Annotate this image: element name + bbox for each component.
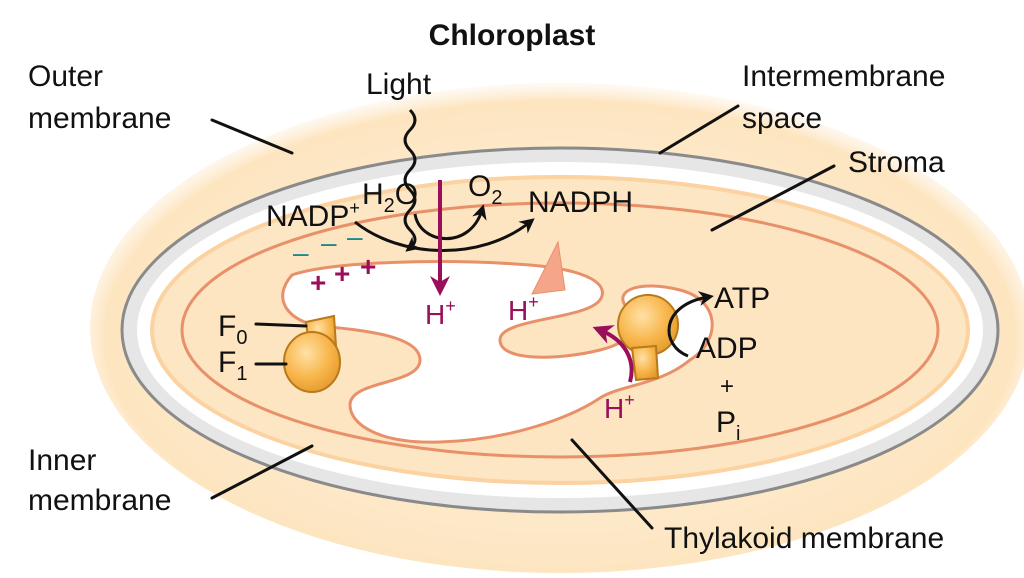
inner-membrane-label: Inner xyxy=(28,444,96,477)
thylakoid-lumen xyxy=(281,260,714,444)
intermembrane-space-leader xyxy=(658,104,740,155)
light-wave xyxy=(403,108,422,252)
o2-label: O2 xyxy=(468,170,502,209)
outer-membrane-label: Outer xyxy=(28,60,103,93)
intermembrane-space-label: Intermembrane xyxy=(742,60,945,93)
outer-membrane-label-2: membrane xyxy=(28,102,171,135)
water-split-arrow xyxy=(413,204,487,241)
positive-charge: + xyxy=(360,251,376,282)
negative-charge: – xyxy=(347,221,363,252)
atp-synthesis-arrow xyxy=(667,291,714,358)
negative-charge: – xyxy=(321,227,337,258)
adp-label: ADP xyxy=(696,332,758,365)
inner-membrane-leader xyxy=(210,444,314,500)
proton-label: H+ xyxy=(604,390,635,424)
atp-synthase-left xyxy=(283,314,341,393)
stroma-label: Stroma xyxy=(848,146,945,179)
stroma-leader xyxy=(710,164,836,232)
atp-label: ATP xyxy=(714,282,770,315)
proton-label: H+ xyxy=(425,296,456,330)
positive-charge: + xyxy=(310,267,326,298)
proton-gradient-wedge xyxy=(531,240,566,295)
nadph-label: NADPH xyxy=(528,186,633,219)
positive-charge: + xyxy=(334,258,350,289)
thylakoid-outline xyxy=(180,201,940,459)
proton-label: H+ xyxy=(508,292,539,326)
nadp-plus-label: NADP+ xyxy=(266,198,360,233)
thylakoid-membrane-label: Thylakoid membrane xyxy=(664,522,944,555)
intermembrane-space-label-2: space xyxy=(742,102,822,135)
outer-membrane-leader xyxy=(210,118,294,155)
h2o-label: H2O xyxy=(362,178,418,217)
negative-charge: – xyxy=(293,237,309,268)
f0-leader xyxy=(254,322,308,328)
light-label: Light xyxy=(366,68,432,101)
proton-return-arrow xyxy=(592,325,634,383)
page-title: Chloroplast xyxy=(429,19,596,52)
pi-label: Pi xyxy=(716,406,740,445)
thylakoid-membrane-leader xyxy=(570,438,654,530)
plus-sign: + xyxy=(720,373,734,400)
f1-label: F1 xyxy=(218,346,247,385)
f0-label: F0 xyxy=(218,310,247,349)
atp-synthase-right xyxy=(617,294,679,382)
inner-membrane-label-2: membrane xyxy=(28,484,171,517)
